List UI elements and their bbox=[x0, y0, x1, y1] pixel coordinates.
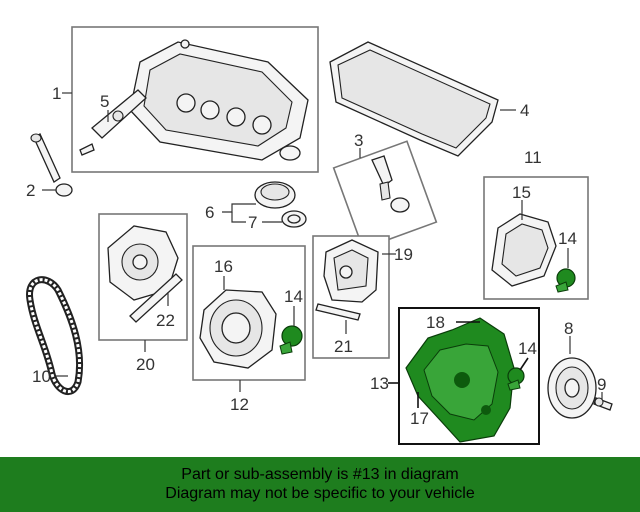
info-banner: Part or sub-assembly is #13 in diagram D… bbox=[0, 457, 640, 512]
callout-2: 2 bbox=[26, 181, 35, 200]
callout-16: 16 bbox=[214, 257, 233, 276]
engine-mount-bracket bbox=[323, 239, 379, 303]
pulley-bolt bbox=[593, 397, 613, 411]
cylinder-head-cover bbox=[129, 39, 309, 161]
seal-14-center bbox=[279, 325, 303, 355]
callout-18: 18 bbox=[426, 313, 445, 332]
spark-plug-tube bbox=[371, 155, 410, 213]
callout-9: 9 bbox=[597, 375, 606, 394]
lower-timing-cover-13 bbox=[405, 317, 515, 443]
callout-5: 5 bbox=[100, 92, 109, 111]
parts-diagram: 1 2 3 4 5 6 7 8 9 10 11 12 13 14 14 14 1… bbox=[26, 26, 613, 445]
callout-17: 17 bbox=[410, 409, 429, 428]
tensioner-rod bbox=[129, 273, 183, 323]
callout-12: 12 bbox=[230, 395, 249, 414]
callout-8: 8 bbox=[564, 319, 573, 338]
callout-21: 21 bbox=[334, 337, 353, 356]
callout-14-center: 14 bbox=[284, 287, 303, 306]
callout-7: 7 bbox=[248, 213, 257, 232]
oil-separator-bracket bbox=[79, 89, 147, 156]
callout-10: 10 bbox=[32, 367, 51, 386]
oil-filler-cap bbox=[254, 181, 307, 228]
callout-22: 22 bbox=[156, 311, 175, 330]
bracket-bar-21 bbox=[315, 303, 361, 321]
timing-belt bbox=[26, 276, 84, 396]
seal-14-upper-right bbox=[555, 268, 576, 293]
banner-line-2: Diagram may not be specific to your vehi… bbox=[165, 485, 475, 502]
banner-line-1: Part or sub-assembly is #13 in diagram bbox=[181, 466, 459, 483]
head-cover-gasket bbox=[329, 41, 499, 157]
callout-6: 6 bbox=[205, 203, 214, 222]
upper-timing-cover bbox=[199, 289, 277, 369]
crankshaft-pulley bbox=[547, 357, 597, 419]
callout-14-upper-right: 14 bbox=[558, 229, 577, 248]
oil-dipstick bbox=[30, 133, 73, 197]
callout-15: 15 bbox=[512, 183, 531, 202]
callout-11: 11 bbox=[524, 148, 542, 167]
callout-1: 1 bbox=[52, 84, 61, 103]
callout-3: 3 bbox=[354, 131, 363, 150]
rear-timing-cover bbox=[491, 213, 557, 287]
callout-19: 19 bbox=[394, 245, 413, 264]
seal-14-lower-right bbox=[507, 367, 525, 391]
timing-belt-tensioner bbox=[107, 225, 179, 301]
callout-20: 20 bbox=[136, 355, 155, 374]
callout-13: 13 bbox=[370, 374, 389, 393]
callout-14-lower-right: 14 bbox=[518, 339, 537, 358]
callout-4: 4 bbox=[520, 101, 529, 120]
